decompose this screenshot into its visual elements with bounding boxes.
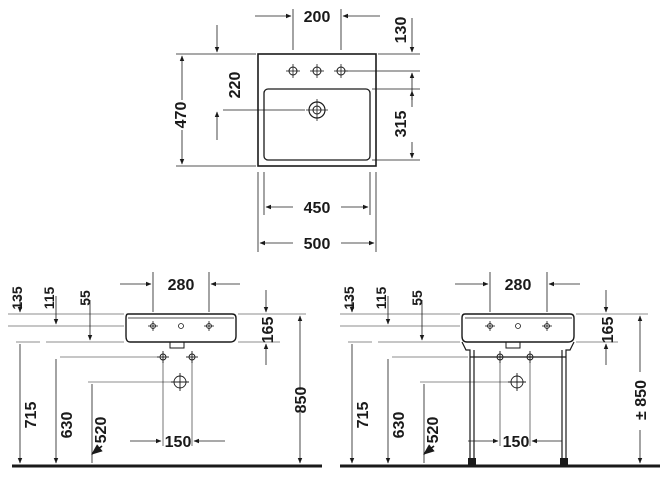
dim-470: 470 (173, 102, 190, 129)
wall-connections (157, 351, 198, 391)
dim-135: 135 (9, 286, 25, 310)
dim-200: 200 (304, 9, 331, 26)
dim-630: 630 (59, 412, 76, 439)
dim-55-right: 55 (409, 290, 425, 306)
dim-715-right: 715 (355, 402, 372, 429)
dim-150: 150 (165, 434, 192, 451)
dim-115: 115 (41, 286, 57, 309)
basin-profile (125, 313, 237, 343)
dim-850-right: ± 850 (633, 380, 650, 420)
dim-165: 165 (260, 317, 277, 344)
dim-130: 130 (393, 17, 410, 44)
dim-520-right: 520 (425, 417, 442, 444)
basin-bowl (263, 88, 371, 161)
dim-280-right: 280 (505, 277, 532, 294)
dim-115-right: 115 (373, 286, 389, 309)
dim-850: 850 (293, 387, 310, 414)
dim-280: 280 (168, 277, 195, 294)
dim-315: 315 (393, 111, 410, 138)
dim-150-right: 150 (503, 434, 530, 451)
tap-holes (286, 64, 348, 78)
elevation-view-wall: 280 135 115 55 715 630 520 165 850 (8, 272, 322, 468)
dim-520: 520 (93, 417, 110, 444)
dim-165-right: 165 (600, 317, 617, 344)
drain-hole (306, 99, 328, 121)
elevation-view-stand: 280 135 115 55 715 630 520 165 ± 850 (340, 272, 660, 468)
dim-500: 500 (304, 236, 331, 253)
dim-55: 55 (77, 290, 93, 306)
dim-450: 450 (304, 200, 331, 217)
dim-630-right: 630 (391, 412, 408, 439)
metal-stand (461, 341, 575, 466)
basin-profile-right (461, 313, 575, 343)
plan-view: 200 130 470 220 315 450 5 (173, 9, 420, 253)
dim-220: 220 (227, 72, 244, 99)
dim-135-right: 135 (341, 286, 357, 310)
dim-715: 715 (23, 402, 40, 429)
